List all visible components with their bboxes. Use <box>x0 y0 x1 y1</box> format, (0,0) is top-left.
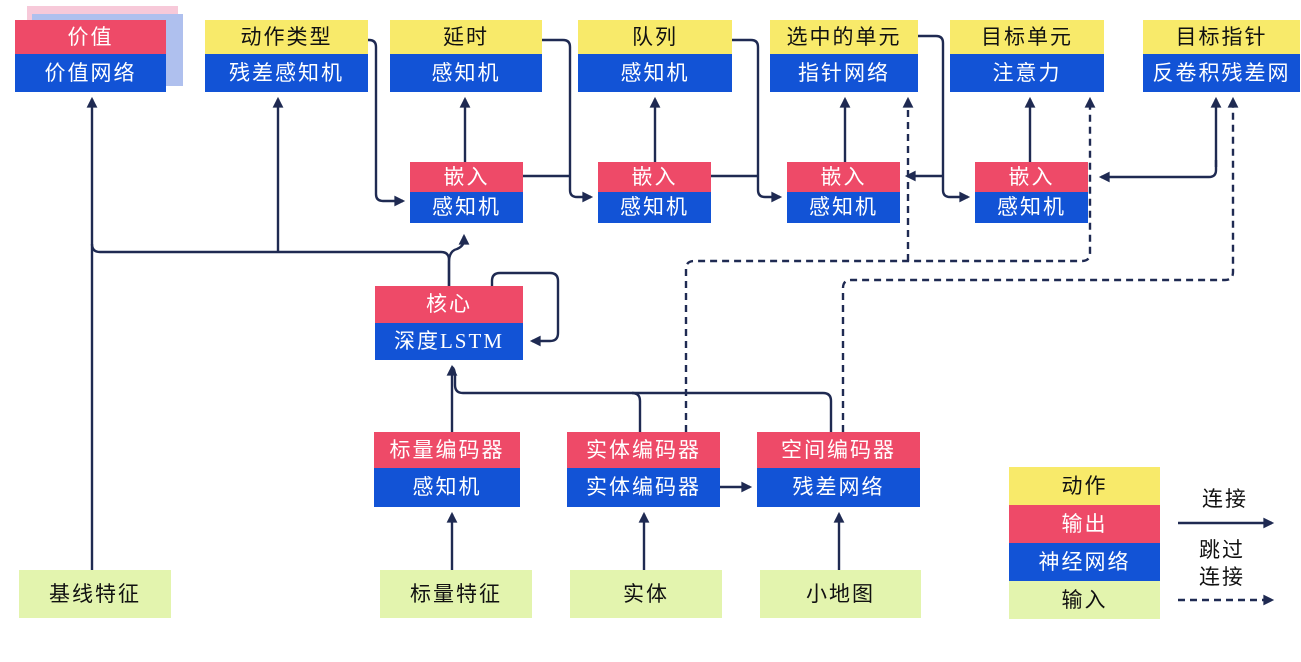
input-minimap-label: 小地图 <box>760 570 921 618</box>
connector-entity-bus <box>631 391 642 432</box>
entity-encoder-network-label: 实体编码器 <box>567 468 720 507</box>
embed-3-network-label: 感知机 <box>787 192 900 223</box>
skip-connectors <box>684 96 1275 606</box>
value-output-label: 价值 <box>15 20 166 54</box>
embed-1-label: 嵌入 <box>410 162 523 192</box>
embed-2-label: 嵌入 <box>598 162 711 192</box>
connector-deconv-to-embed4 <box>1098 160 1218 183</box>
legend-action-swatch: 动作 <box>1009 467 1160 505</box>
connector-queue-to-embed3 <box>732 38 783 203</box>
queue-label: 队列 <box>578 20 732 54</box>
box-spatial-encoder: 空间编码器 残差网络 <box>757 432 920 507</box>
box-action-type-head: 动作类型 残差感知机 <box>205 20 368 92</box>
box-embed-2: 嵌入 感知机 <box>598 162 711 223</box>
target-unit-label: 目标单元 <box>950 20 1104 54</box>
action-type-network-label: 残差感知机 <box>205 54 368 92</box>
box-target-unit-head: 目标单元 注意力 <box>950 20 1104 92</box>
target-unit-network-label: 注意力 <box>950 54 1104 92</box>
embed-2-network-label: 感知机 <box>598 192 711 223</box>
box-core: 核心 深度LSTM <box>375 286 523 360</box>
embed-1-network-label: 感知机 <box>410 192 523 223</box>
input-entities-label: 实体 <box>570 570 722 618</box>
entity-encoder-label: 实体编码器 <box>567 432 720 468</box>
connector-core-loop <box>490 271 560 347</box>
skip-spatial-to-deconv <box>841 96 1239 432</box>
core-network-label: 深度LSTM <box>375 323 523 360</box>
box-input-minimap: 小地图 <box>760 570 921 618</box>
box-delay-head: 延时 感知机 <box>390 20 542 92</box>
core-label: 核心 <box>375 286 523 323</box>
legend-network-swatch: 神经网络 <box>1009 543 1160 581</box>
connector-core-bus-left <box>90 243 451 286</box>
value-network-label: 价值网络 <box>15 54 166 92</box>
input-scalar-label: 标量特征 <box>380 570 532 618</box>
box-input-baseline: 基线特征 <box>19 570 171 618</box>
legend-dashed-arrow-label-line1: 跳过 <box>1199 538 1245 562</box>
legend-color-key: 动作 输出 神经网络 输入 <box>1009 467 1160 619</box>
legend-input-swatch: 输入 <box>1009 581 1160 619</box>
legend-dashed-arrow-label-line2: 连接 <box>1199 565 1245 589</box>
target-pointer-network-label: 反卷积残差网 <box>1143 54 1300 92</box>
box-value-head: 价值 价值网络 <box>15 20 166 92</box>
queue-network-label: 感知机 <box>578 54 732 92</box>
box-selected-units-head: 选中的单元 指针网络 <box>770 20 918 92</box>
spatial-encoder-network-label: 残差网络 <box>757 468 920 507</box>
target-pointer-label: 目标指针 <box>1143 20 1300 54</box>
box-embed-1: 嵌入 感知机 <box>410 162 523 223</box>
connector-core-to-embed1 <box>447 233 470 286</box>
embed-3-label: 嵌入 <box>787 162 900 192</box>
box-scalar-encoder: 标量编码器 感知机 <box>374 432 520 507</box>
embed-4-label: 嵌入 <box>975 162 1088 192</box>
box-queue-head: 队列 感知机 <box>578 20 732 92</box>
box-target-pointer-head: 目标指针 反卷积残差网 <box>1143 20 1300 92</box>
box-embed-4: 嵌入 感知机 <box>975 162 1088 223</box>
input-baseline-label: 基线特征 <box>19 570 171 618</box>
connector-spatial-bus <box>451 366 833 432</box>
connector-delay-to-embed2 <box>542 38 594 203</box>
selected-units-network-label: 指针网络 <box>770 54 918 92</box>
scalar-encoder-network-label: 感知机 <box>374 468 520 507</box>
spatial-encoder-label: 空间编码器 <box>757 432 920 468</box>
scalar-encoder-label: 标量编码器 <box>374 432 520 468</box>
legend-output-swatch: 输出 <box>1009 505 1160 543</box>
action-type-label: 动作类型 <box>205 20 368 54</box>
embed-4-network-label: 感知机 <box>975 192 1088 223</box>
delay-label: 延时 <box>390 20 542 54</box>
legend-solid-arrow-label: 连接 <box>1202 487 1248 511</box>
solid-connectors <box>86 34 1275 570</box>
delay-network-label: 感知机 <box>390 54 542 92</box>
connector-actiontype-to-embed1 <box>368 38 406 207</box>
selected-units-label: 选中的单元 <box>770 20 918 54</box>
box-embed-3: 嵌入 感知机 <box>787 162 900 223</box>
connector-selected-to-embed4 <box>918 34 971 203</box>
box-input-entities: 实体 <box>570 570 722 618</box>
box-input-scalar: 标量特征 <box>380 570 532 618</box>
box-entity-encoder: 实体编码器 实体编码器 <box>567 432 720 507</box>
